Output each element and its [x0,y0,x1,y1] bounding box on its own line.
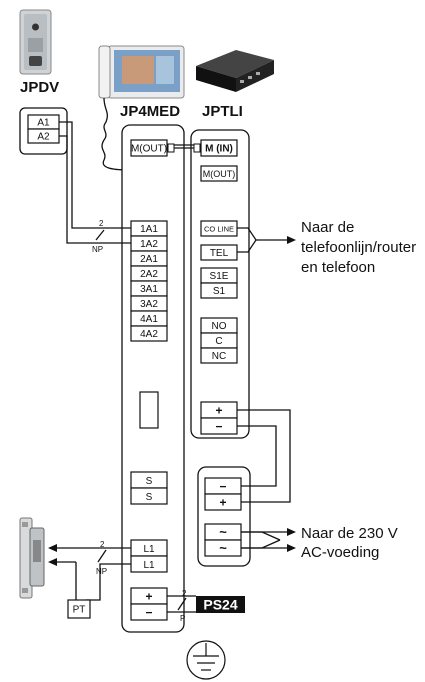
mains-note-line-2: AC-voeding [301,544,379,561]
terminal-3a1: 3A1 [140,284,158,295]
monitor-connector-slot [139,391,159,429]
wire-door-count: 2 [99,219,104,228]
terminal-adaptor-minus: − [215,420,222,434]
adaptor-image [196,50,274,92]
wire-lock-2 [86,563,131,601]
door-station-terminals: A1 A2 [27,114,60,144]
terminal-adaptor-m-out: M(OUT) [203,169,236,179]
adaptor-label: JPTLI [202,103,243,120]
terminal-adaptor-m-in: M (IN) [205,144,233,155]
terminal-no: NO [212,321,227,332]
terminal-tel: TEL [210,248,229,259]
terminal-s-1: S [146,476,153,487]
monitor-image [98,45,185,99]
arrow-phone [287,236,296,244]
wire-door-a1 [59,121,131,229]
terminal-psu-plus: + [219,496,226,510]
terminal-a1: A1 [37,118,50,129]
terminal-1a2: 1A2 [140,239,158,250]
adaptor-terminals: M (IN) M(OUT) CO LINE TEL S1E S1 NO C NC… [193,139,238,435]
door-station-image [19,9,52,75]
wire-tel [237,239,257,253]
terminal-nc: NC [212,351,226,362]
terminal-s1: S1 [213,286,226,297]
terminal-monitor-m-out: M(OUT) [131,144,167,155]
terminal-psu-ac-1: ~ [219,525,227,540]
terminal-3a2: 3A2 [140,299,158,310]
transformer-label: PT [73,605,86,616]
terminal-s1e: S1E [210,271,229,282]
ps24-badge [196,596,245,613]
wire-door-np: NP [92,245,103,254]
phone-note-line-3: en telefoon [301,259,375,276]
wire-adaptor-minus [237,425,277,487]
terminal-co-line: CO LINE [204,225,234,234]
door-lock-image [19,517,45,599]
wire-ps24-p: P [180,614,185,623]
monitor-terminals: M(OUT) 1A1 1A2 2A1 2A2 3A1 3A2 4A1 4A2 S… [130,139,175,621]
transformer-box [67,599,91,619]
wire-ps24-count: 2 [182,589,187,598]
phone-note-line-2: telefoonlijn/router [301,239,416,256]
terminal-4a1: 4A1 [140,314,158,325]
handset-cord [101,97,131,171]
terminal-1a1: 1A1 [140,224,158,235]
terminal-psu-ac-2: ~ [219,541,227,556]
wire-adaptor-plus [237,409,291,503]
mains-note-line-1: Naar de 230 V [301,525,398,542]
terminal-4a2: 4A2 [140,329,158,340]
wire-door-slash [95,229,105,241]
terminal-psu-minus: − [219,480,226,494]
terminal-monitor-plus: + [145,590,152,604]
arrow-mains-2 [287,544,296,552]
phone-note-line-1: Naar de [301,219,354,236]
wire-lock-slash [97,549,107,563]
terminal-2a2: 2A2 [140,269,158,280]
wire-door-a2 [59,135,131,244]
terminal-c: C [215,336,222,347]
terminal-adaptor-plus: + [215,404,222,418]
terminal-s-2: S [146,492,153,503]
terminal-a2: A2 [37,132,50,143]
earth-ground-icon [186,640,226,680]
wire-lock-count: 2 [100,540,105,549]
wire-co-line [237,227,257,241]
terminal-2a1: 2A1 [140,254,158,265]
door-station-label: JPDV [20,79,59,96]
terminal-l1-2: L1 [143,560,155,571]
terminal-monitor-minus: − [145,606,152,620]
ps24-label: PS24 [203,597,237,613]
arrow-mains-1 [287,528,296,536]
wire-lock-np: NP [96,567,107,576]
terminal-l1-1: L1 [143,544,155,555]
monitor-label: JP4MED [120,103,180,120]
